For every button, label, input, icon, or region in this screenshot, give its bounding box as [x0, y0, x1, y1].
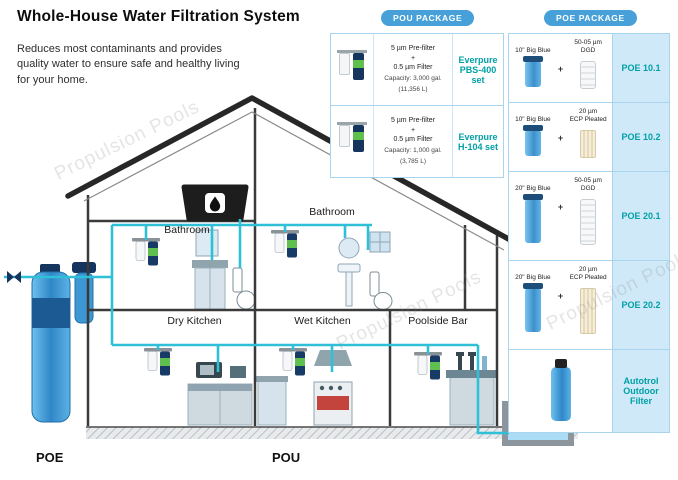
cartridge-label: 20 µm ECP Pleated	[569, 107, 607, 123]
pou-set-name: Everpure H-104 set	[457, 131, 499, 152]
filter-spec: 0.5 µm Filter	[393, 63, 433, 71]
pou-filter-unit	[143, 347, 173, 376]
pou-package-table: 5 µm Pre-filter + 0.5 µm Filter Capacity…	[330, 33, 504, 178]
appliance	[230, 366, 246, 378]
poe-row-10-2: 10" Big Blue + 20 µm ECP Pleated POE 10.…	[509, 103, 669, 172]
poe-row-10-1: 10" Big Blue + 50-05 µm DGD POE 10.1	[509, 34, 669, 103]
pou-row-pbs400: 5 µm Pre-filter + 0.5 µm Filter Capacity…	[331, 34, 503, 106]
ground	[86, 426, 578, 439]
poe-equipment	[31, 262, 96, 423]
pedestal-sink	[337, 263, 361, 273]
house-structure	[86, 108, 499, 426]
poe-package-table: 10" Big Blue + 50-05 µm DGD POE 10.1 10"…	[508, 33, 670, 433]
toilet	[232, 267, 256, 310]
capacity: Capacity: 1,000 gal.	[384, 146, 442, 154]
prefilter-housing-cap	[72, 262, 96, 273]
prefilter-housing	[74, 272, 94, 324]
big-blue-housing-icon	[522, 283, 543, 332]
filter-spec: 0.5 µm Filter	[393, 135, 433, 143]
big-blue-housing-icon	[522, 194, 543, 243]
poe-system-label: POE	[36, 450, 64, 465]
pou-filter-unit	[278, 347, 308, 376]
pou-filter-unit	[270, 229, 300, 258]
sink-cabinet	[257, 379, 287, 426]
dgd-cartridge-icon	[580, 199, 597, 245]
rooftop-water-tank	[181, 184, 249, 222]
round-mirror	[338, 237, 360, 259]
roof	[65, 95, 517, 245]
housing-label: 20" Big Blue	[515, 184, 551, 192]
outdoor-filter-tank	[31, 271, 71, 423]
room-label-bathroom-upper-right: Bathroom	[309, 206, 355, 218]
poe-package-name: Autotrol Outdoor Filter	[612, 350, 669, 432]
pou-filter-image	[331, 106, 374, 177]
water-pipes	[4, 219, 509, 435]
bathroom-upper-left-fixtures	[131, 229, 256, 310]
autotrol-tank-icon	[550, 359, 571, 421]
poe-row-20-2: 20" Big Blue + 20 µm ECP Pleated POE 20.…	[509, 261, 669, 350]
page-subtitle: Reduces most contaminants and provides q…	[17, 43, 240, 86]
bottle	[482, 356, 487, 370]
housing-label: 20" Big Blue	[515, 273, 551, 281]
capacity-liters: (11,356 L)	[398, 86, 428, 94]
big-blue-housing-icon	[522, 56, 543, 87]
plus-sign: +	[557, 64, 564, 74]
room-label-wet-kitchen: Wet Kitchen	[294, 315, 351, 327]
pou-row-specs: 5 µm Pre-filter + 0.5 µm Filter Capacity…	[374, 106, 453, 177]
dry-kitchen-fixtures	[143, 347, 253, 426]
pou-set-name: Everpure PBS-400 set	[458, 54, 498, 85]
cartridge-label: 50-05 µm DGD	[574, 176, 602, 192]
beer-tap	[458, 356, 462, 370]
poe-package-name: POE 20.1	[612, 172, 669, 260]
vanity-counter	[192, 260, 228, 268]
plus-sign: +	[557, 202, 564, 212]
plus-sign: +	[557, 133, 564, 143]
poe-package-badge: POE PACKAGE	[544, 10, 637, 26]
housing-label: 10" Big Blue	[515, 115, 551, 123]
ecp-pleated-cartridge-icon	[580, 288, 597, 334]
pou-filter-image	[331, 34, 374, 105]
room-label-poolside-bar: Poolside Bar	[408, 315, 468, 327]
housing-label: 10" Big Blue	[515, 46, 551, 54]
pou-row-h104: 5 µm Pre-filter + 0.5 µm Filter Capacity…	[331, 106, 503, 177]
wet-kitchen-fixtures	[256, 347, 353, 426]
toilet	[369, 271, 393, 310]
plus-sign: +	[410, 126, 416, 134]
pou-row-specs: 5 µm Pre-filter + 0.5 µm Filter Capacity…	[374, 34, 453, 105]
prefilter-spec: 5 µm Pre-filter	[390, 117, 436, 125]
dgd-cartridge-icon	[580, 61, 597, 89]
page-title: Whole-House Water Filtration System	[17, 8, 300, 25]
droplet-icon	[209, 196, 221, 212]
capacity-liters: (3,785 L)	[399, 158, 427, 166]
ecp-pleated-cartridge-icon	[580, 130, 597, 158]
pou-filter-unit	[131, 237, 161, 266]
plus-sign: +	[410, 54, 416, 62]
everpure-filter-icon	[336, 119, 368, 165]
poe-package-name: POE 10.2	[612, 103, 669, 171]
everpure-filter-icon	[336, 47, 368, 93]
poe-package-name: POE 20.2	[612, 261, 669, 349]
pou-system-label: POU	[272, 450, 301, 465]
cartridge-label: 20 µm ECP Pleated	[569, 265, 607, 281]
bar-counter	[449, 375, 495, 426]
shutoff-valve-icon	[7, 271, 21, 283]
prefilter-spec: 5 µm Pre-filter	[390, 45, 436, 53]
poe-row-20-1: 20" Big Blue + 50-05 µm DGD POE 20.1	[509, 172, 669, 261]
capacity: Capacity: 3,000 gal.	[384, 74, 442, 82]
plus-sign: +	[557, 291, 564, 301]
room-label-bathroom-upper-left: Bathroom	[164, 224, 210, 236]
poe-row-autotrol: Autotrol Outdoor Filter	[509, 350, 669, 432]
bathroom-upper-right-fixtures	[270, 229, 393, 310]
room-label-dry-kitchen: Dry Kitchen	[167, 315, 222, 327]
cartridge-label: 50-05 µm DGD	[574, 38, 602, 54]
pou-filter-unit	[413, 351, 443, 380]
big-blue-housing-icon	[522, 125, 543, 156]
poe-package-name: POE 10.1	[612, 34, 669, 102]
poolside-bar-fixtures	[413, 351, 496, 426]
pou-package-badge: POU PACKAGE	[381, 10, 475, 26]
